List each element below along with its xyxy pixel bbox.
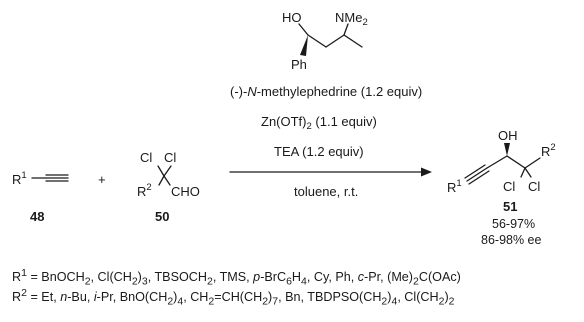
- product-cl-label-1: Cl: [503, 179, 515, 194]
- ligand-ph-label: Ph: [291, 57, 307, 72]
- product-oh-label: OH: [498, 128, 518, 143]
- zinc-reagent: Zn(OTf)2 (1.1 equiv): [261, 114, 377, 132]
- product-51: OH R2 R1 Cl Cl 51 56-97% 86-98% ee: [447, 128, 556, 247]
- aldehyde-r2-label: R2: [137, 182, 152, 199]
- product-r2-label: R2: [541, 142, 556, 159]
- reaction-arrow: [229, 167, 432, 177]
- r2-substituent-list: R2 = Et, n-Bu, i-Pr, BnO(CH2)4, CH2=CH(C…: [12, 287, 455, 308]
- compound-51-number: 51: [503, 199, 517, 214]
- product-ee: 86-98% ee: [481, 233, 542, 247]
- aldehyde-cl-label-2: Cl: [164, 150, 176, 165]
- compound-50-number: 50: [155, 209, 169, 224]
- ligand-name: (-)-N-methylephedrine (1.2 equiv): [230, 84, 422, 99]
- base-reagent: TEA (1.2 equiv): [274, 144, 364, 159]
- solvent-condition: toluene, r.t.: [294, 184, 358, 199]
- product-r1-label: R1: [447, 178, 462, 195]
- ligand-oh-label: HO: [282, 10, 302, 25]
- compound-48-number: 48: [30, 209, 44, 224]
- alkyne-r1-label: R1: [12, 170, 27, 187]
- r1-substituent-list: R1 = BnOCH2, Cl(CH2)3, TBSOCH2, TMS, p-B…: [12, 267, 461, 288]
- product-yield: 56-97%: [492, 217, 535, 231]
- aldehyde-cho-label: CHO: [171, 184, 200, 199]
- ligand-nme2-label: NMe2: [335, 10, 368, 28]
- aldehyde-50: Cl Cl R2 CHO 50: [137, 150, 200, 224]
- product-cl-label-2: Cl: [528, 179, 540, 194]
- aldehyde-cl-label-1: Cl: [140, 150, 152, 165]
- alkyne-48: R1 48: [12, 170, 69, 224]
- ligand-structure: HO NMe2 Ph: [282, 10, 368, 72]
- plus-sign: +: [98, 172, 106, 187]
